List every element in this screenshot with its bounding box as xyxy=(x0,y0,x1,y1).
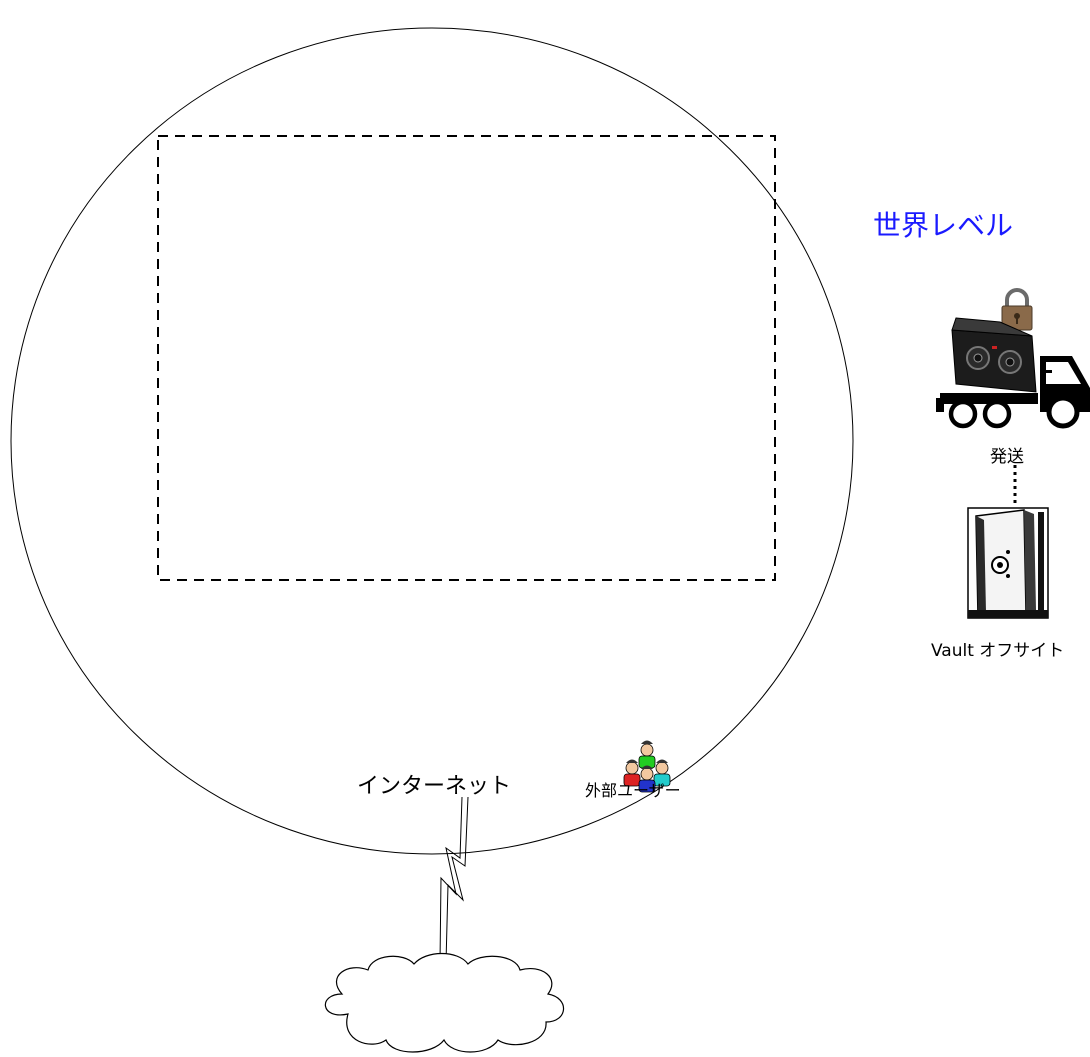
truck-icon xyxy=(936,356,1090,429)
lock-icon xyxy=(1001,288,1033,331)
internet-lightning-connector xyxy=(439,796,469,964)
world-level-label: 世界レベル xyxy=(873,209,1014,242)
vault-offsite-label: Vault オフサイト xyxy=(931,641,1065,661)
vault-door-icon xyxy=(967,507,1049,619)
external-users-label: 外部ユーザー xyxy=(585,781,681,800)
world-level-circle xyxy=(10,27,854,855)
internet-label: インターネット xyxy=(357,774,512,799)
shipment-label: 発送 xyxy=(990,447,1024,467)
user-group-icon xyxy=(623,740,671,793)
dashed-region xyxy=(157,135,776,581)
cloud-icon xyxy=(324,953,565,1053)
tape-cartridge-icon xyxy=(951,317,1037,393)
truck-with-tape-cartridge-and-lock-icon xyxy=(936,288,1090,429)
